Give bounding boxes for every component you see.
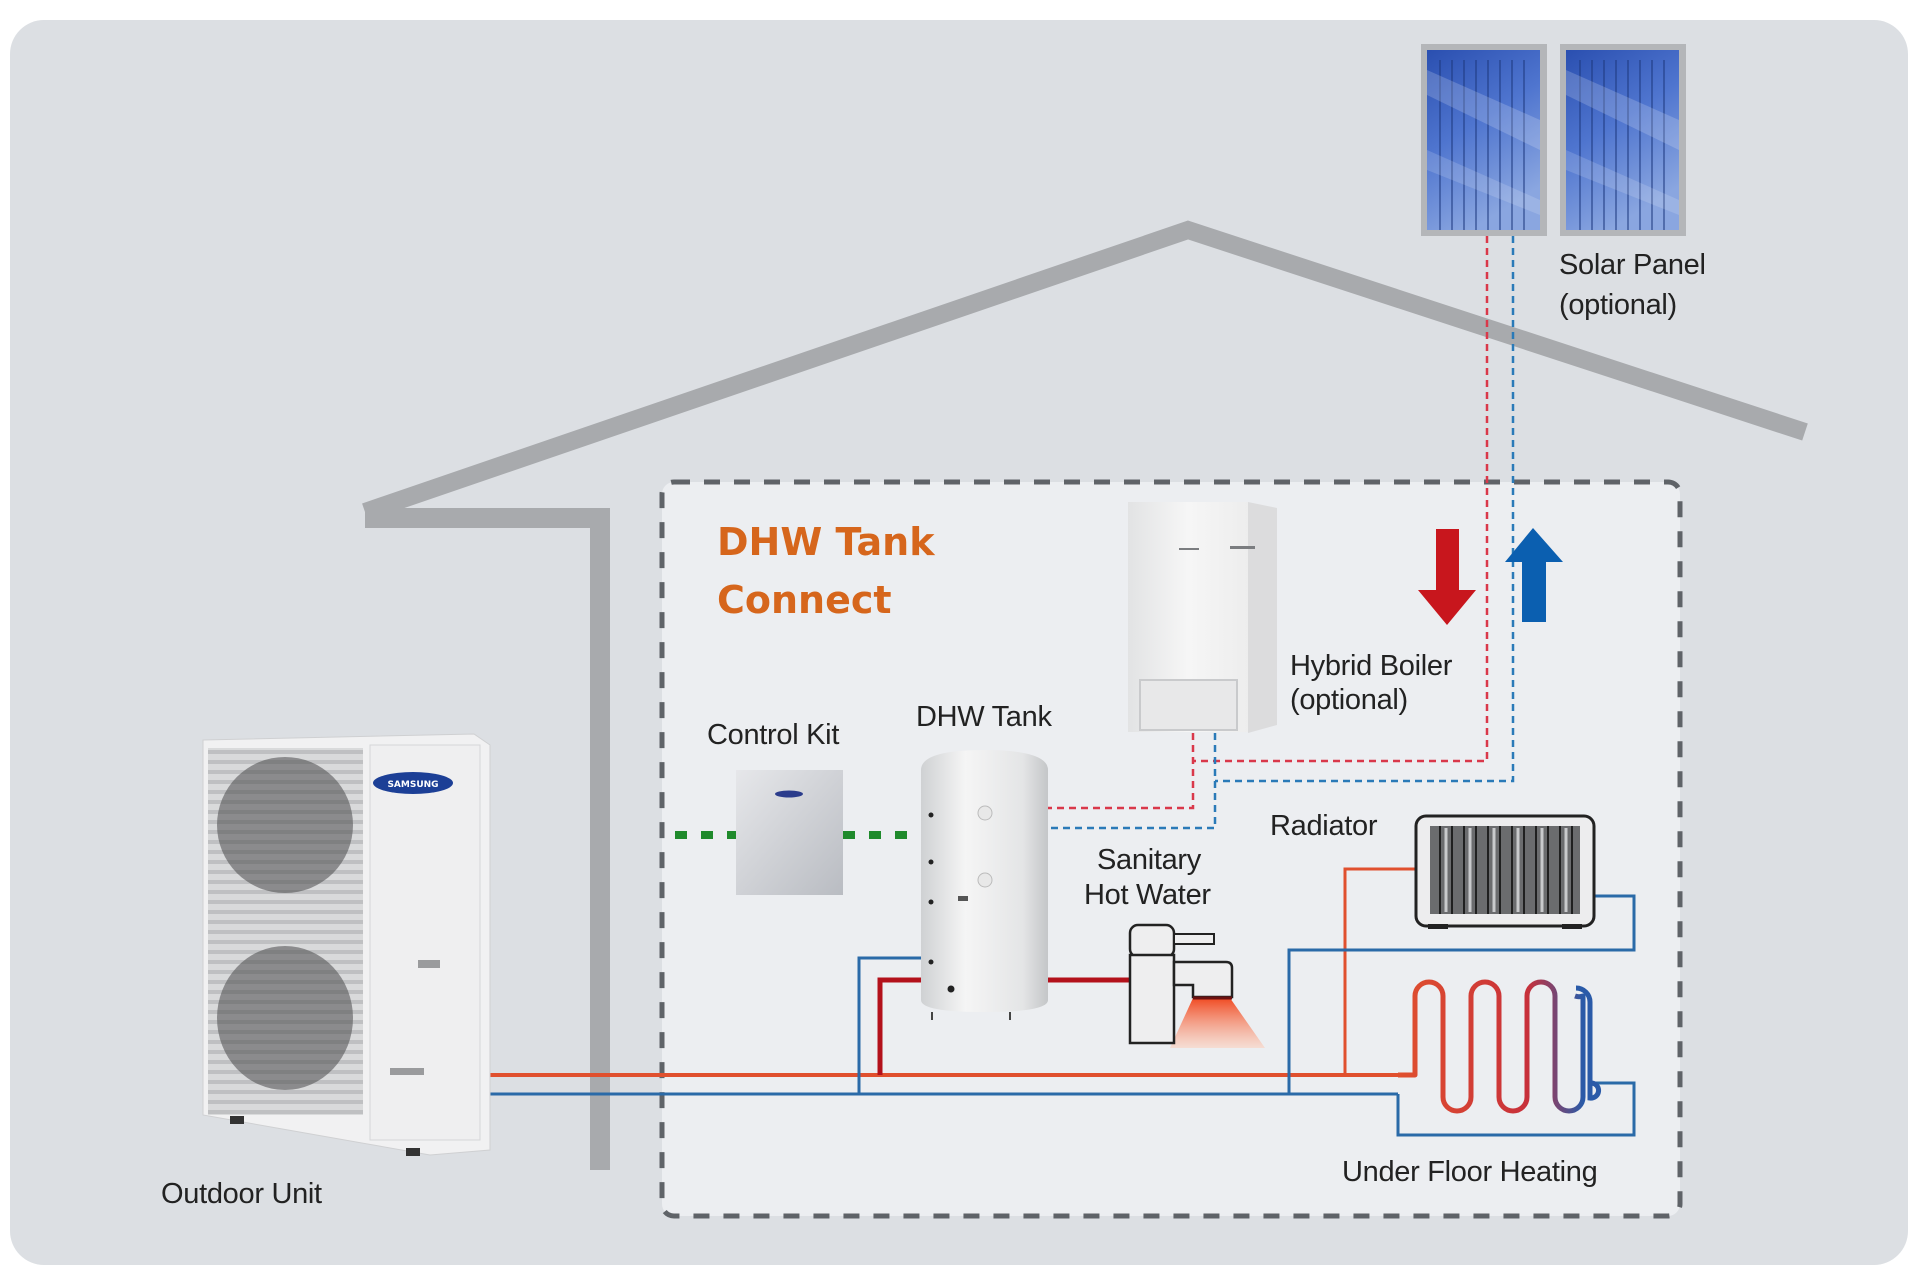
boiler-flow-pipe: [1048, 733, 1195, 810]
dhw-tank: [921, 750, 1048, 1020]
solar-return-pipe: [1215, 236, 1515, 783]
ufh-return-pipe: [1396, 1081, 1636, 1137]
dhw-tank-connect-boundary: [659, 479, 1683, 1219]
sanitary-hot-water-tap: [1128, 923, 1265, 1048]
radiator-return-pipe: [1287, 894, 1636, 1094]
solar-panel-left: [1421, 44, 1547, 236]
under-floor-heating-coil: [1398, 979, 1586, 1114]
diagram-title-line1: DHW Tank: [717, 520, 935, 564]
solar-panel-note: (optional): [1559, 289, 1677, 321]
control-kit-label: Control Kit: [707, 719, 840, 751]
solar-panel: [1421, 44, 1686, 236]
boiler-return-pipe: [1048, 733, 1217, 830]
outdoor-unit: SAMSUNG: [202, 733, 491, 1156]
solar-panel-right: [1560, 44, 1686, 236]
cold-water-up-arrow: [1505, 528, 1563, 622]
solar-panel-label: Solar Panel: [1559, 249, 1706, 281]
hot-water-down-arrow: [1418, 529, 1476, 625]
outdoor-unit-label: Outdoor Unit: [161, 1178, 322, 1210]
dhw-tank-label: DHW Tank: [916, 701, 1052, 733]
hybrid-boiler: [1128, 502, 1277, 733]
samsung-logo: SAMSUNG: [387, 780, 438, 790]
diagram-title-line2: Connect: [717, 578, 892, 622]
hybrid-boiler-label: Hybrid Boiler: [1290, 650, 1453, 682]
hybrid-boiler-note: (optional): [1290, 684, 1408, 716]
house-outline: [362, 220, 1808, 1170]
sanitary-hot-water-label-line2: Hot Water: [1084, 879, 1211, 911]
radiator-flow-pipe: [1343, 867, 1416, 1075]
tank-coil-flow: [877, 977, 925, 1075]
radiator: [1414, 814, 1596, 929]
solar-flow-pipe: [1193, 236, 1489, 763]
radiator-label: Radiator: [1270, 810, 1378, 842]
tank-coil-return: [857, 956, 925, 1094]
primary-pipework: [490, 867, 1636, 1137]
solar-boiler-pipes: [1048, 236, 1515, 830]
control-kit: [736, 770, 843, 895]
under-floor-heating-label: Under Floor Heating: [1342, 1156, 1598, 1188]
sanitary-hot-water-label-line1: Sanitary: [1097, 844, 1201, 876]
